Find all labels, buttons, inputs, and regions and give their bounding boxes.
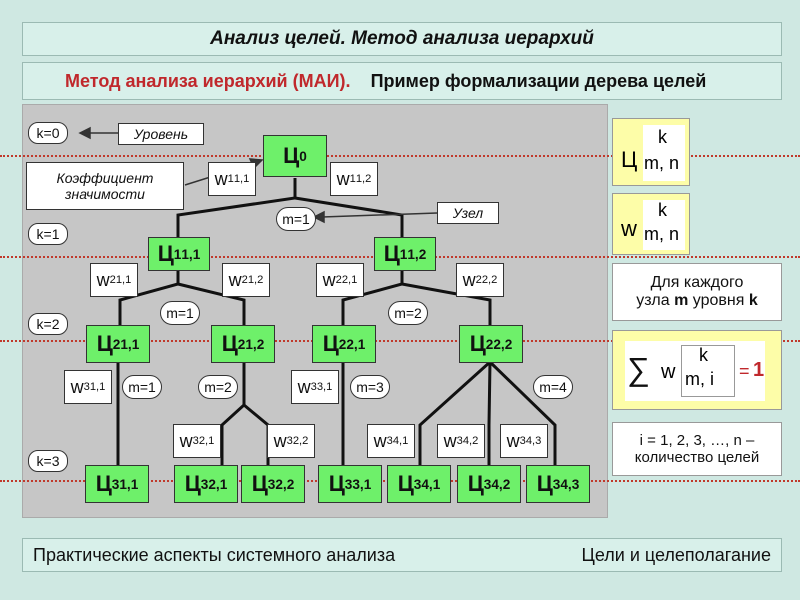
callout-coefficient: Коэффициент значимости bbox=[26, 162, 184, 210]
subtitle: Метод анализа иерархий (МАИ). Пример фор… bbox=[22, 62, 782, 100]
level-label-k0: k=0 bbox=[28, 122, 68, 144]
normalization-formula: ∑ w k m, i = 1 bbox=[612, 330, 782, 410]
callout-node: Узел bbox=[437, 202, 499, 224]
footer: Практические аспекты системного анализа … bbox=[22, 538, 782, 572]
subtitle-method: Метод анализа иерархий (МАИ). bbox=[65, 70, 351, 91]
slide-title: Анализ целей. Метод анализа иерархий bbox=[22, 22, 782, 56]
notation-weight: w k m, n bbox=[612, 193, 690, 255]
level-label-k1: k=1 bbox=[28, 223, 68, 245]
rule-text: Для каждого узла m уровня k bbox=[612, 263, 782, 321]
footer-left: Практические аспекты системного анализа bbox=[33, 544, 396, 565]
subtitle-example: Пример формализации дерева целей bbox=[370, 70, 707, 91]
node-marker: m=3 bbox=[350, 375, 390, 399]
node-marker: m=1 bbox=[276, 207, 316, 231]
notation-goal: Ц k m, n bbox=[612, 118, 690, 186]
node-marker: m=2 bbox=[388, 301, 428, 325]
node-marker: m=1 bbox=[122, 375, 162, 399]
count-text: i = 1, 2, 3, …, n – количество целей bbox=[612, 422, 782, 476]
level-label-k2: k=2 bbox=[28, 313, 68, 335]
footer-right: Цели и целеполагание bbox=[581, 544, 771, 565]
callout-level: Уровень bbox=[118, 123, 204, 145]
level-label-k3: k=3 bbox=[28, 450, 68, 472]
level-divider bbox=[0, 340, 800, 342]
node-marker: m=2 bbox=[198, 375, 238, 399]
node-marker: m=4 bbox=[533, 375, 573, 399]
level-divider bbox=[0, 155, 800, 157]
node-marker: m=1 bbox=[160, 301, 200, 325]
